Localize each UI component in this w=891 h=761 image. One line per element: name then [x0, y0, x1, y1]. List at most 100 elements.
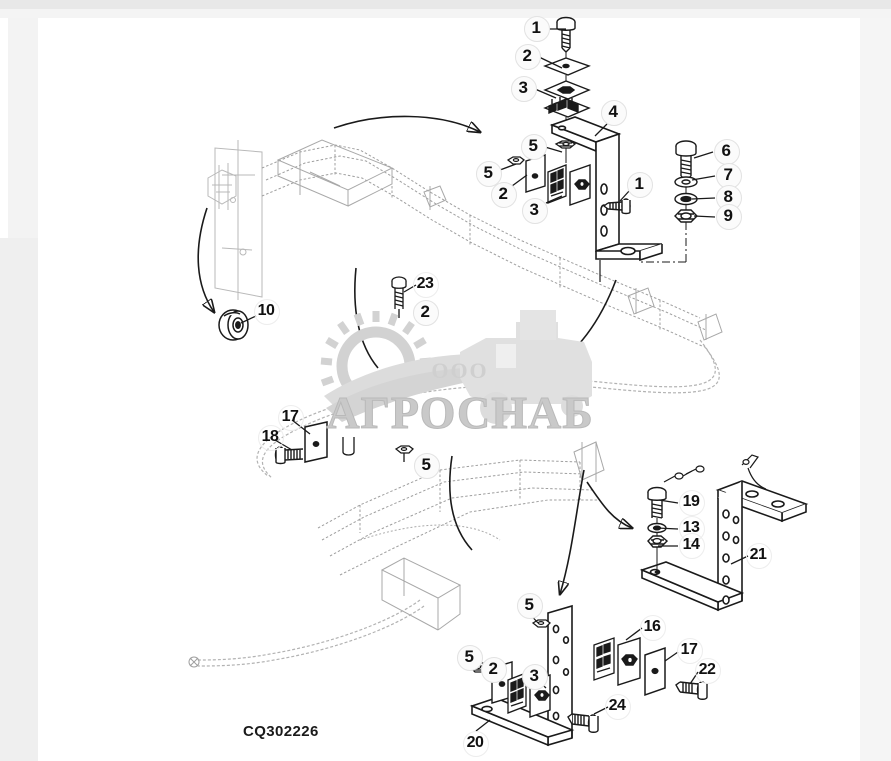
- callout-ring: [521, 134, 547, 160]
- callout-leader-20: [475, 719, 491, 732]
- callout-ring: [679, 490, 705, 516]
- callout-ring: [476, 161, 502, 187]
- callout-6[interactable]: 6: [714, 139, 740, 165]
- callout-leader-9: [693, 215, 716, 218]
- callout-number: 8: [723, 187, 733, 206]
- page-chrome-top-band-2: [0, 9, 891, 18]
- callout-number: 5: [528, 136, 538, 155]
- callout-ring: [522, 664, 548, 690]
- callout-number: 23: [416, 275, 434, 292]
- callout-ring: [457, 645, 483, 671]
- callout-5[interactable]: 5: [476, 161, 502, 187]
- callout-21[interactable]: 21: [746, 543, 772, 569]
- callout-leader-7: [691, 175, 716, 181]
- callout-number: 7: [723, 165, 733, 184]
- callout-24[interactable]: 24: [605, 694, 631, 720]
- page-chrome-right-band: [860, 18, 891, 761]
- callout-leader-5: [499, 163, 517, 171]
- callout-5[interactable]: 5: [457, 645, 483, 671]
- callout-number: 20: [466, 734, 484, 751]
- callout-17[interactable]: 17: [278, 405, 304, 431]
- callout-ring: [601, 100, 627, 126]
- part-springclip-3-left: [547, 164, 567, 204]
- callout-2[interactable]: 2: [491, 182, 517, 208]
- callout-number: 3: [529, 200, 539, 219]
- page-chrome-left-band: [8, 18, 38, 238]
- callout-number: 10: [257, 302, 275, 319]
- callout-number: 5: [524, 595, 534, 614]
- callout-3[interactable]: 3: [511, 76, 537, 102]
- page-chrome-left-gray: [0, 238, 38, 761]
- callout-number: 5: [421, 455, 431, 474]
- callout-leader-2: [538, 56, 563, 69]
- callout-ring: [481, 657, 507, 683]
- callout-ring: [640, 615, 666, 641]
- callout-19[interactable]: 19: [679, 490, 705, 516]
- part-nutplate-3-left2: [569, 164, 591, 206]
- part-bolt-1-right: [602, 198, 631, 215]
- callout-number: 2: [488, 659, 498, 678]
- callout-ring: [524, 16, 550, 42]
- callout-leader-3: [545, 195, 563, 204]
- callout-22[interactable]: 22: [695, 658, 721, 684]
- callout-5[interactable]: 5: [414, 453, 440, 479]
- callout-number: 5: [464, 647, 474, 666]
- callout-2[interactable]: 2: [515, 44, 541, 70]
- callout-leader-6: [693, 151, 714, 159]
- callout-ring: [714, 139, 740, 165]
- callout-ring: [254, 299, 280, 325]
- callout-ring: [258, 425, 284, 451]
- placement-arrow-lower-left: [449, 455, 473, 551]
- callout-20[interactable]: 20: [463, 731, 489, 757]
- callout-leader-2: [511, 174, 528, 187]
- callout-1[interactable]: 1: [524, 16, 550, 42]
- callout-1[interactable]: 1: [627, 172, 653, 198]
- callout-number: 4: [608, 102, 618, 121]
- callout-leader-4: [594, 123, 608, 137]
- callout-18[interactable]: 18: [258, 425, 284, 451]
- part-grommet-10: [218, 309, 249, 341]
- callout-3[interactable]: 3: [522, 664, 548, 690]
- callout-number: 16: [643, 618, 661, 635]
- placement-arrow-top: [333, 115, 480, 132]
- callout-ring: [627, 172, 653, 198]
- callout-ring: [716, 163, 742, 189]
- callout-2[interactable]: 2: [481, 657, 507, 683]
- callout-7[interactable]: 7: [716, 163, 742, 189]
- callout-ring: [491, 182, 517, 208]
- placement-arrow-left: [197, 207, 214, 312]
- callout-2[interactable]: 2: [413, 300, 439, 326]
- callout-number: 1: [531, 18, 541, 37]
- callout-leader-19: [658, 499, 679, 504]
- callout-17[interactable]: 17: [677, 638, 703, 664]
- callout-ring: [278, 405, 304, 431]
- callout-4[interactable]: 4: [601, 100, 627, 126]
- callout-5[interactable]: 5: [521, 134, 547, 160]
- callout-10[interactable]: 10: [254, 299, 280, 325]
- callout-number: 22: [698, 661, 716, 678]
- callout-ring: [515, 44, 541, 70]
- callout-16[interactable]: 16: [640, 615, 666, 641]
- callout-14[interactable]: 14: [679, 533, 705, 559]
- part-nutplate-3a-top: [543, 80, 591, 100]
- callout-leader-21: [730, 555, 749, 565]
- callout-ring: [716, 204, 742, 230]
- callout-leader-8: [691, 197, 716, 200]
- callout-9[interactable]: 9: [716, 204, 742, 230]
- callout-number: 21: [749, 546, 767, 563]
- part-nut-5-left: [506, 156, 525, 165]
- part-springclip-3b-top: [543, 97, 591, 118]
- callout-ring: [414, 453, 440, 479]
- callout-ring: [413, 272, 439, 298]
- callout-3[interactable]: 3: [522, 198, 548, 224]
- callout-5[interactable]: 5: [517, 593, 543, 619]
- part-nut-5-top: [554, 140, 577, 149]
- callout-23[interactable]: 23: [413, 272, 439, 298]
- callout-leader-10: [240, 315, 257, 324]
- part-bolt-22: [675, 681, 708, 700]
- part-springclip-16: [593, 637, 615, 681]
- callout-leader-5: [544, 146, 563, 153]
